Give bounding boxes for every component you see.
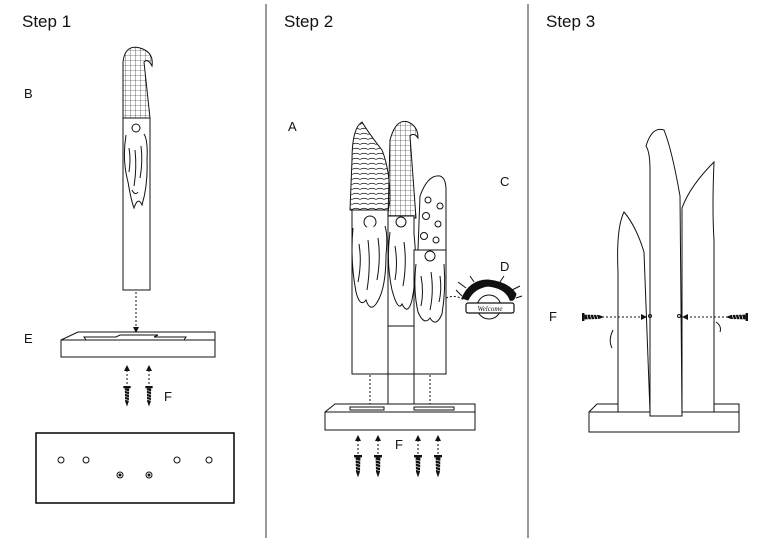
step-2-screw-2 <box>373 455 383 478</box>
step-2-gnome-c <box>413 175 447 375</box>
step-2-part-c-label: C <box>500 174 510 189</box>
step-2-screw-4 <box>433 455 443 478</box>
step-1-base-e <box>60 331 216 358</box>
step-2-screw-1 <box>353 455 363 478</box>
step-3-screw-left <box>582 312 605 322</box>
step-2-gnome-a <box>349 121 391 375</box>
step-1-part-b-label: B <box>24 86 33 101</box>
step-1-part-e-label: E <box>24 331 33 346</box>
step-2-title: Step 2 <box>284 12 334 31</box>
step-3-assembled-back-view <box>588 128 740 433</box>
step-2-base <box>324 373 476 431</box>
step-2-sign-text: Welcome <box>477 305 502 313</box>
step-2-welcome-sign-d <box>455 275 523 320</box>
step-3-part-f-label: F <box>549 309 557 324</box>
step-1-screw-right <box>144 386 154 407</box>
step-1-part-f-label: F <box>164 389 172 404</box>
step-2-screw-3 <box>413 455 423 478</box>
step-1-title: Step 1 <box>22 12 72 31</box>
step-3-title: Step 3 <box>546 12 596 31</box>
step-2-part-a-label: A <box>288 119 297 134</box>
step-1-gnome-b <box>122 46 153 291</box>
step-2-part-d-label: D <box>500 259 510 274</box>
step-2-part-f-label: F <box>395 437 403 452</box>
step-2-gnome-b <box>387 120 419 327</box>
step-1-base-bottom-view <box>35 432 235 504</box>
step-1-screw-left <box>122 386 132 407</box>
step-3-screw-right <box>725 312 748 322</box>
